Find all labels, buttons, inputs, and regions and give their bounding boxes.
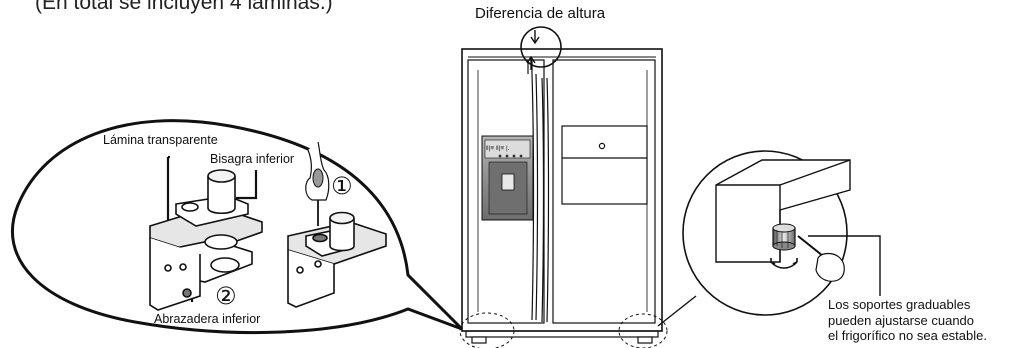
svg-text:‖|≡ ‖|≡ |.: ‖|≡ ‖|≡ |. [486, 145, 510, 152]
leveling-foot-detail [657, 150, 881, 327]
right-door [552, 59, 656, 324]
hand-adjusting-foot [815, 252, 845, 282]
left-foot-highlight [459, 312, 515, 348]
adjust-note-line: el frigorífico no sea estable. [828, 328, 987, 343]
lower-bracket-label: Abrazadera inferior [154, 312, 261, 326]
adjust-note-line: pueden ajustarse cuando [828, 312, 975, 328]
left-door-handle [527, 60, 539, 321]
step-1-marker: ① [331, 172, 353, 200]
lower-hinge-label: Bisagra inferior [210, 152, 295, 166]
transparent-film-label: Lámina transparente [103, 133, 218, 147]
home-bar-panel [561, 125, 648, 205]
hinge-detail-bubble: ① ② [11, 119, 464, 335]
right-foot-highlight [618, 313, 668, 348]
adjustable-feet-note: Los soportes graduables pueden ajustarse… [828, 297, 987, 344]
height-difference-circle [520, 26, 562, 68]
adjust-note-line: Los soportes graduables [828, 297, 971, 312]
step-2-marker: ② [215, 282, 237, 310]
front-left-foot [471, 336, 487, 344]
refrigerator: ‖|≡ ‖|≡ |. [459, 26, 668, 348]
sheets-included-note: (En total se incluyen 4 láminas.) [35, 0, 333, 14]
front-right-foot [637, 336, 653, 344]
height-difference-label: Diferencia de altura [475, 5, 606, 22]
home-bar-knob [598, 142, 606, 150]
right-door-handle [541, 77, 550, 323]
bracket-screw [182, 288, 192, 298]
hinge-pin-top [207, 169, 236, 183]
